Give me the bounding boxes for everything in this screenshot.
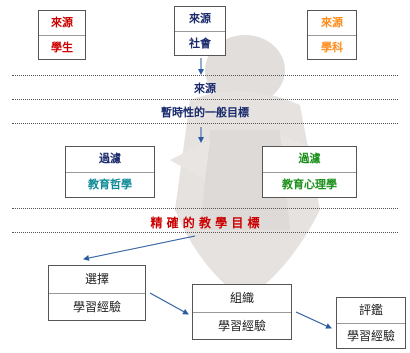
arrow-precise-to-select <box>83 235 196 261</box>
filter-psychology-box: 過濾 教育心理學 <box>262 146 357 198</box>
step-select-box: 選擇 學習經驗 <box>48 265 146 321</box>
divider <box>39 35 85 36</box>
source-student-bottom: 學生 <box>51 41 73 54</box>
arrow-select-to-organize <box>149 292 189 315</box>
filter-psychology-top: 過濾 <box>298 152 321 165</box>
filter-psychology-bottom: 教育心理學 <box>282 178 337 191</box>
dotted-separator <box>12 208 398 209</box>
step-evaluate-bottom: 學習經驗 <box>346 329 395 343</box>
source-student-box: 來源 學生 <box>38 10 86 60</box>
dotted-separator <box>12 232 398 233</box>
source-subject-bottom: 學科 <box>321 41 343 54</box>
temporary-general-goal: 暫時性的一般目標 <box>161 106 249 119</box>
source-subject-top: 來源 <box>321 16 343 29</box>
filter-philosophy-box: 過濾 教育哲學 <box>65 146 155 198</box>
step-evaluate-top: 評鑑 <box>358 303 383 317</box>
dotted-separator <box>12 99 398 100</box>
divider <box>193 312 291 313</box>
step-evaluate-box: 評鑑 學習經驗 <box>336 297 406 349</box>
step-organize-bottom: 學習經驗 <box>217 319 266 333</box>
precise-instructional-goal: 精 確 的 教 學 目 標 <box>150 216 260 230</box>
source-society-box: 來源 社會 <box>174 6 226 56</box>
source-society-bottom: 社會 <box>189 37 211 50</box>
divider <box>308 35 356 36</box>
arrow-organize-to-evaluate <box>295 311 332 329</box>
source-subject-box: 來源 學科 <box>307 10 357 60</box>
dotted-separator <box>12 123 398 124</box>
step-select-bottom: 學習經驗 <box>72 300 121 314</box>
source-society-top: 來源 <box>189 12 211 25</box>
divider <box>337 323 405 324</box>
divider <box>49 293 145 294</box>
filter-philosophy-top: 過濾 <box>99 152 121 165</box>
divider <box>175 31 225 32</box>
source-label: 來源 <box>194 82 216 95</box>
divider <box>263 172 356 173</box>
step-select-top: 選擇 <box>84 272 109 286</box>
filter-philosophy-bottom: 教育哲學 <box>88 178 132 191</box>
dotted-separator <box>12 75 398 76</box>
step-organize-box: 組織 學習經驗 <box>192 284 292 340</box>
divider <box>66 172 154 173</box>
source-student-top: 來源 <box>51 16 73 29</box>
step-organize-top: 組織 <box>229 291 254 305</box>
